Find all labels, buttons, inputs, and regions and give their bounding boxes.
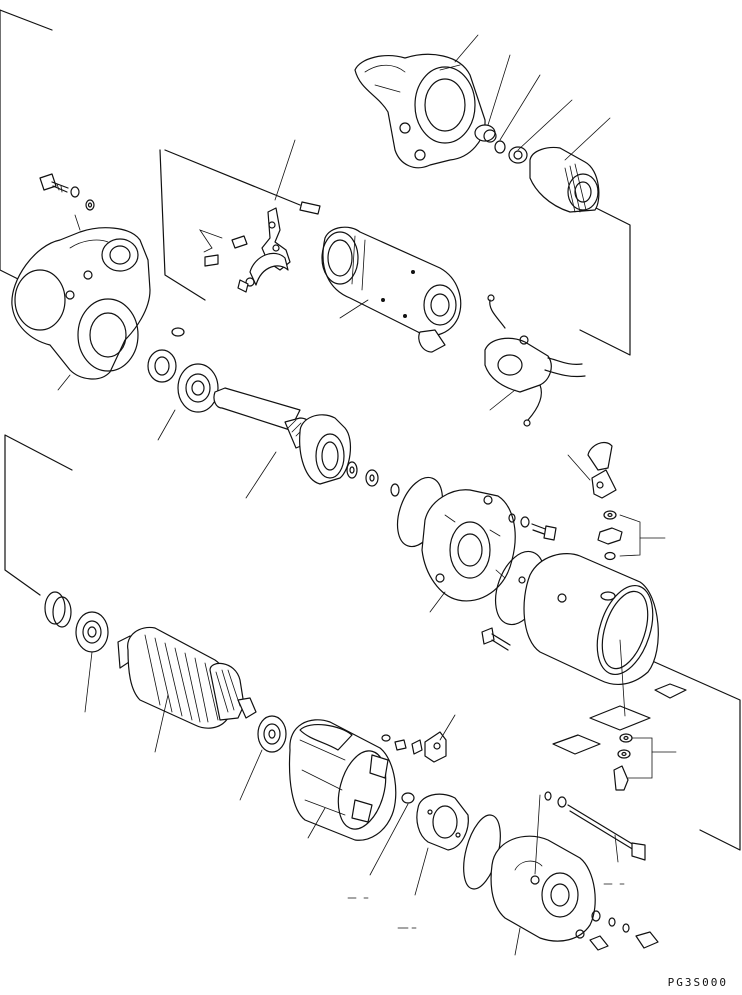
yoke-screw [481, 627, 511, 651]
rear-cover [490, 835, 596, 942]
drive-housing [354, 53, 486, 169]
ring-small-top [494, 140, 506, 154]
collar-top [508, 146, 528, 164]
terminal-nut-stack [597, 510, 623, 561]
bushing [474, 124, 497, 143]
armature [117, 626, 257, 729]
snap-ring-pair [44, 591, 72, 628]
lead-wire-assembly [484, 294, 586, 427]
ball-bearing-armature-rear [257, 715, 287, 753]
lever-bracket-small [237, 279, 249, 293]
o-ring-gear [171, 327, 185, 337]
bearing-cover [147, 349, 177, 383]
drawing-code: PG3S000 [667, 976, 728, 989]
gear-housing [11, 227, 151, 380]
brush-terminal-plate [424, 731, 447, 763]
magnetic-switch [321, 226, 462, 353]
bracket-bolt [508, 513, 557, 541]
yoke-field-frame [523, 553, 659, 685]
mounting-bolt [39, 173, 69, 193]
shaft-washers [346, 461, 400, 497]
shift-lever [245, 207, 291, 287]
brush-holder [288, 719, 397, 841]
name-plates [552, 683, 687, 755]
pinion-shaft [213, 387, 352, 485]
ball-bearing-armature-front [75, 611, 109, 653]
rear-brush-plate [416, 793, 469, 851]
lever-pin-plate [299, 201, 321, 215]
pinion-clutch [529, 146, 600, 213]
leader-lines [57, 34, 677, 956]
washer-stack-lower [613, 733, 633, 791]
lever-pin [231, 235, 248, 249]
ball-bearing-gear [177, 363, 219, 413]
rear-cover-bolts [575, 910, 659, 951]
terminal-bolt-cap [587, 442, 617, 499]
brush-ring-small [401, 792, 415, 804]
center-bracket [421, 489, 516, 602]
through-bolt [544, 791, 646, 861]
washer-set-top-left [70, 186, 95, 211]
brush-springs [381, 734, 423, 755]
lever-pin-small [204, 254, 219, 267]
dash-marks [347, 883, 625, 929]
